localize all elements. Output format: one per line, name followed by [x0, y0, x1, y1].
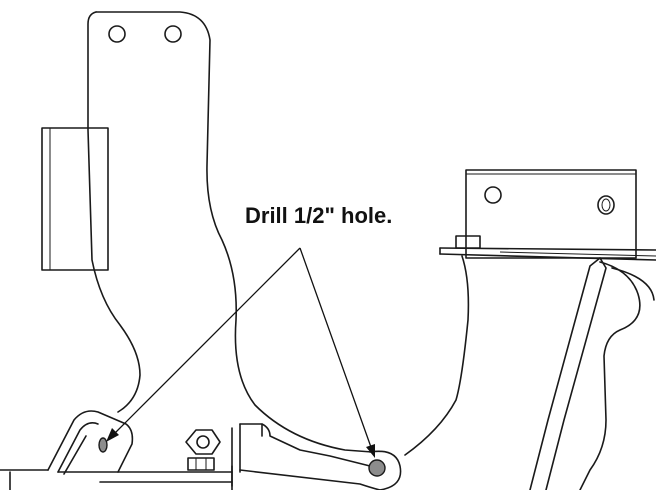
callout-text: Drill 1/2" hole.	[245, 203, 392, 228]
pivot-bracket	[231, 423, 402, 490]
plate-hole-right	[597, 195, 615, 215]
mounting-hole-upper-left	[108, 25, 126, 43]
right-plate	[465, 169, 637, 259]
drill-hole-right	[368, 459, 386, 477]
leader-lines	[106, 247, 375, 458]
left-hinge	[47, 410, 134, 475]
right-crossbar	[439, 235, 656, 261]
plate-hole-left	[484, 186, 502, 204]
leader-line-right	[299, 247, 373, 451]
arrowhead-left	[106, 428, 119, 442]
arrowhead-right	[366, 444, 375, 458]
right-arm	[404, 255, 655, 490]
leader-line-left	[111, 247, 301, 437]
side-block	[41, 127, 109, 271]
left-bracket	[87, 11, 373, 453]
drill-hole-left	[98, 437, 108, 453]
mounting-hole-upper-right	[164, 25, 182, 43]
hex-nut	[185, 429, 221, 471]
